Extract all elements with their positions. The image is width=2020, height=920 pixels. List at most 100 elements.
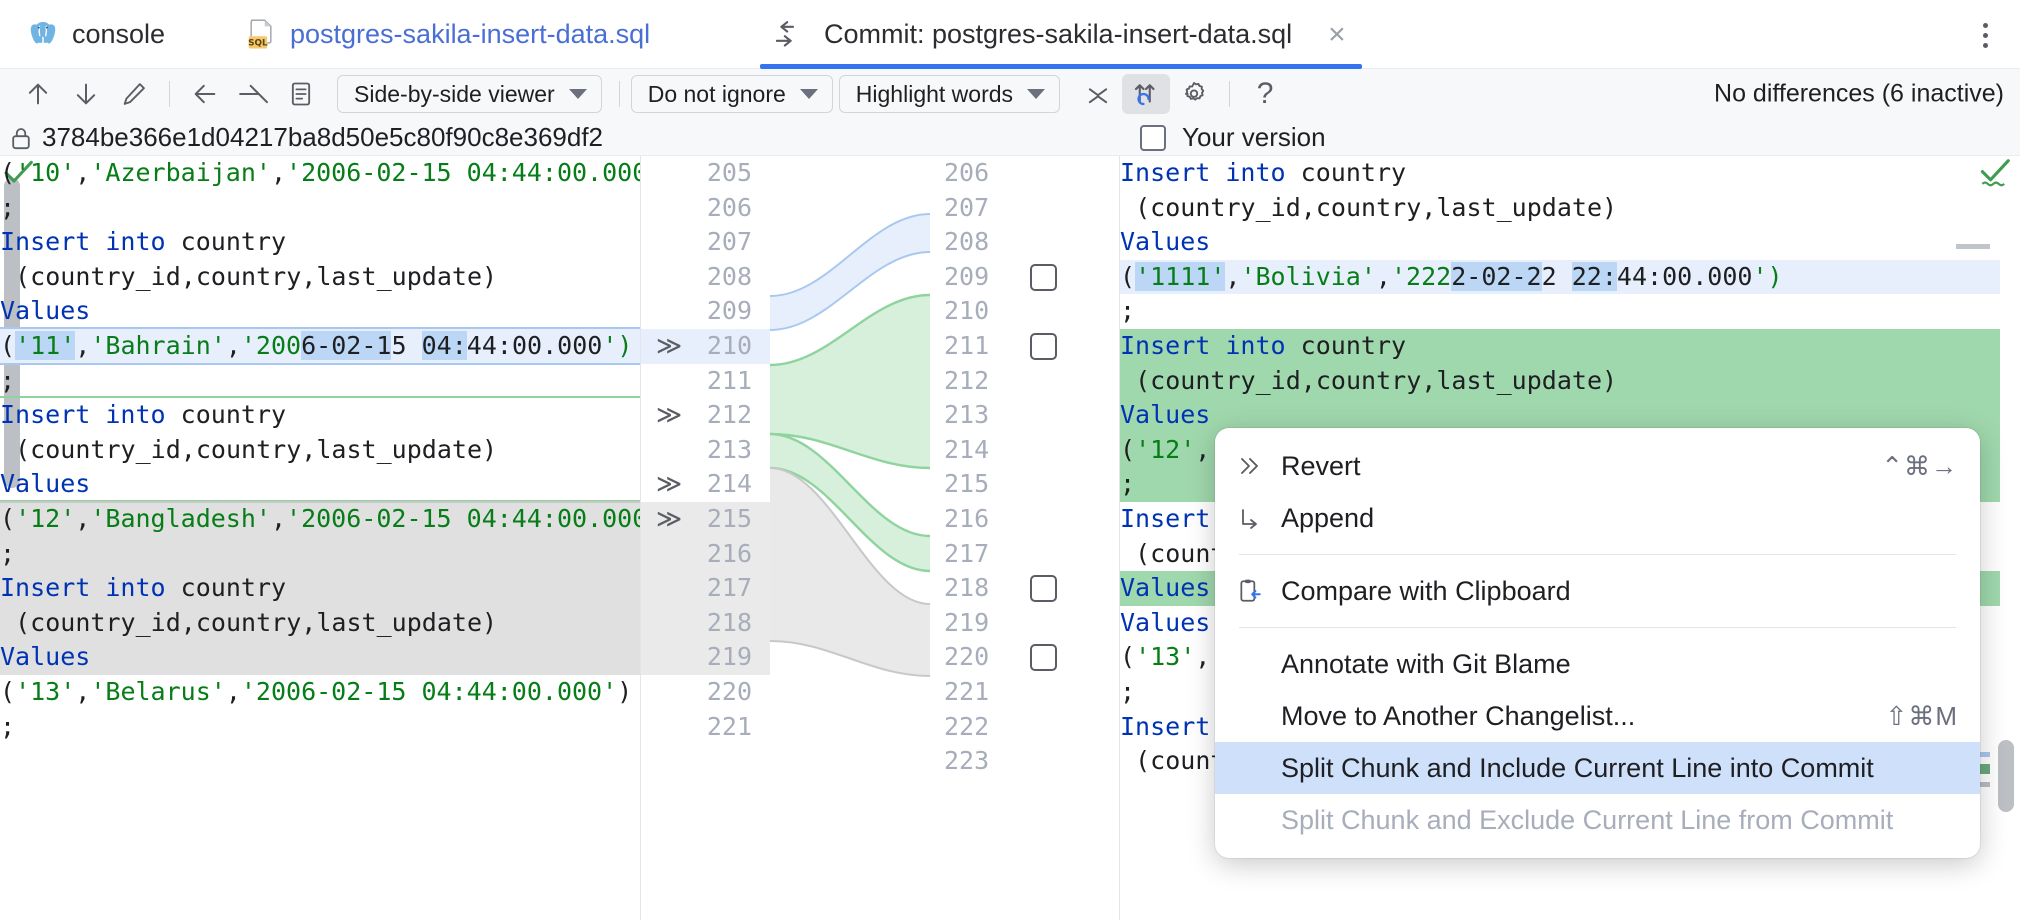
left-gutter-row[interactable]: 219	[640, 640, 770, 675]
left-gutter-row[interactable]: 209	[640, 294, 770, 329]
tab-sql-file[interactable]: SQL postgres-sakila-insert-data.sql	[230, 0, 666, 69]
right-code-line[interactable]: ;	[1120, 296, 1136, 326]
accept-left-button[interactable]	[181, 74, 229, 114]
tab-console[interactable]: console	[12, 0, 181, 69]
left-code-line[interactable]: Values	[0, 296, 91, 326]
left-code-line[interactable]: ;	[0, 192, 16, 222]
left-code-line[interactable]: Insert into country	[0, 400, 287, 430]
left-code-line[interactable]: Values	[0, 640, 640, 675]
right-gutter-row[interactable]: 213	[930, 398, 1120, 433]
right-gutter-row[interactable]: 214	[930, 433, 1120, 468]
right-gutter-row[interactable]: 223	[930, 744, 1120, 779]
revert-chevrons-icon[interactable]: ≫	[656, 469, 683, 499]
right-gutter-row[interactable]: 219	[930, 606, 1120, 641]
tab-commit-diff[interactable]: Commit: postgres-sakila-insert-data.sql …	[760, 0, 1362, 69]
left-gutter-row[interactable]: 221	[640, 710, 770, 745]
right-code-line[interactable]: Insert into country	[1120, 328, 2000, 364]
right-code-line[interactable]: Values	[1120, 607, 1211, 637]
left-code-line[interactable]: ('10','Azerbaijan','2006-02-15 04:44:00.…	[0, 158, 640, 187]
right-gutter-row[interactable]: 222	[930, 710, 1120, 745]
next-difference-button[interactable]	[62, 74, 110, 114]
left-code-line[interactable]: ('11','Bahrain','2006-02-15 04:44:00.000…	[0, 328, 640, 364]
left-gutter-row[interactable]: 205	[640, 156, 770, 191]
include-all-checkbox[interactable]	[1140, 124, 1166, 151]
right-scrollbar-thumb[interactable]	[1998, 740, 2014, 812]
ignore-mode-select[interactable]: Do not ignore	[630, 75, 833, 113]
right-gutter-row[interactable]: 209	[930, 260, 1120, 295]
menu-item-revert[interactable]: Revert⌃⌘→	[1215, 440, 1980, 492]
synchronize-scrolling-button[interactable]	[1122, 74, 1171, 114]
error-stripe[interactable]	[1956, 244, 1990, 249]
viewer-mode-select[interactable]: Side-by-side viewer	[337, 75, 602, 113]
left-gutter-row[interactable]: ≫214	[640, 467, 770, 502]
right-code-line[interactable]: ;	[1120, 676, 1136, 706]
left-gutter-row[interactable]: 206	[640, 191, 770, 226]
left-gutter-row[interactable]: 217	[640, 571, 770, 606]
left-gutter-row[interactable]: 211	[640, 364, 770, 399]
include-line-checkbox[interactable]	[1030, 644, 1057, 672]
left-gutter-row[interactable]: 220	[640, 675, 770, 710]
left-code-line[interactable]: (country_id,country,last_update)	[15, 261, 498, 291]
left-code-line[interactable]: (country_id,country,last_update)	[15, 434, 498, 464]
right-gutter-row[interactable]: 211	[930, 329, 1120, 364]
right-gutter-row[interactable]: 210	[930, 294, 1120, 329]
right-code-line[interactable]: Insert into country	[1120, 158, 1407, 187]
menu-item-split-chunk-include[interactable]: Split Chunk and Include Current Line int…	[1215, 742, 1980, 794]
left-gutter-row[interactable]: 213	[640, 433, 770, 468]
collapse-unchanged-button[interactable]	[1074, 74, 1122, 114]
more-actions-button[interactable]	[1968, 18, 2002, 52]
left-code-line[interactable]: Values	[0, 469, 91, 499]
left-gutter-row[interactable]: ≫212	[640, 398, 770, 433]
include-line-checkbox[interactable]	[1030, 333, 1057, 360]
left-code-line[interactable]: (country_id,country,last_update)	[0, 605, 640, 641]
right-code-line[interactable]: Values	[1120, 398, 2000, 433]
menu-item-append[interactable]: Append	[1215, 492, 1980, 544]
edit-pencil-icon[interactable]	[110, 74, 158, 114]
revert-chevrons-icon[interactable]: ≫	[656, 504, 683, 533]
revert-chevrons-icon[interactable]: ≫	[656, 331, 683, 360]
show-whitespaces-button[interactable]	[277, 74, 325, 114]
left-code-line[interactable]: ;	[0, 536, 640, 572]
include-line-checkbox[interactable]	[1030, 575, 1057, 603]
left-code-line[interactable]: ('13','Belarus','2006-02-15 04:44:00.000…	[0, 676, 633, 706]
menu-item-compare-with-clipboard[interactable]: Compare with Clipboard	[1215, 565, 1980, 617]
right-gutter-row[interactable]: 212	[930, 364, 1120, 399]
left-code-line[interactable]: ;	[0, 365, 16, 395]
left-gutter-row[interactable]: 207	[640, 225, 770, 260]
accept-right-button[interactable]	[229, 74, 277, 114]
menu-item-annotate-with-git-blame[interactable]: Annotate with Git Blame	[1215, 638, 1980, 690]
left-code-line[interactable]: ('12','Bangladesh','2006-02-15 04:44:00.…	[0, 501, 640, 537]
left-gutter-row[interactable]: 208	[640, 260, 770, 295]
right-code-line[interactable]: (country_id,country,last_update)	[1135, 192, 1618, 222]
close-icon[interactable]: ×	[1328, 17, 1346, 51]
left-code-line[interactable]: Insert into country	[0, 227, 287, 257]
right-code-line[interactable]: (country_id,country,last_update)	[1120, 363, 2000, 399]
right-gutter-row[interactable]: 221	[930, 675, 1120, 710]
revert-chevrons-icon[interactable]: ≫	[656, 400, 683, 430]
right-gutter-row[interactable]: 208	[930, 225, 1120, 260]
menu-item-move-to-another-changelist[interactable]: Move to Another Changelist...⇧⌘M	[1215, 690, 1980, 742]
gear-icon[interactable]	[1170, 74, 1218, 114]
right-gutter-row[interactable]: 207	[930, 191, 1120, 226]
right-gutter-row[interactable]: 217	[930, 537, 1120, 572]
help-button[interactable]: ?	[1241, 74, 1289, 114]
left-gutter-row[interactable]: ≫215	[640, 502, 770, 537]
right-gutter-row[interactable]: 215	[930, 467, 1120, 502]
right-gutter-row[interactable]: 206	[930, 156, 1120, 191]
left-code-line[interactable]: ;	[0, 711, 16, 741]
highlight-mode-select[interactable]: Highlight words	[838, 75, 1061, 113]
right-code-line[interactable]: Values	[1120, 227, 1211, 257]
right-gutter-row[interactable]: 216	[930, 502, 1120, 537]
right-code-line[interactable]: ('1111','Bolivia','2222-02-22 22:44:00.0…	[1120, 259, 2000, 295]
right-gutter-row[interactable]: 220	[930, 640, 1120, 675]
previous-difference-button[interactable]	[14, 74, 62, 114]
include-line-checkbox[interactable]	[1030, 263, 1057, 291]
left-gutter-row[interactable]: 218	[640, 605, 770, 641]
left-code-line[interactable]: Insert into country	[0, 571, 640, 606]
left-code-pane[interactable]: ('10','Azerbaijan','2006-02-15 04:44:00.…	[0, 156, 640, 920]
diff-connector-area[interactable]	[769, 156, 931, 920]
left-gutter-row[interactable]: 216	[640, 536, 770, 572]
